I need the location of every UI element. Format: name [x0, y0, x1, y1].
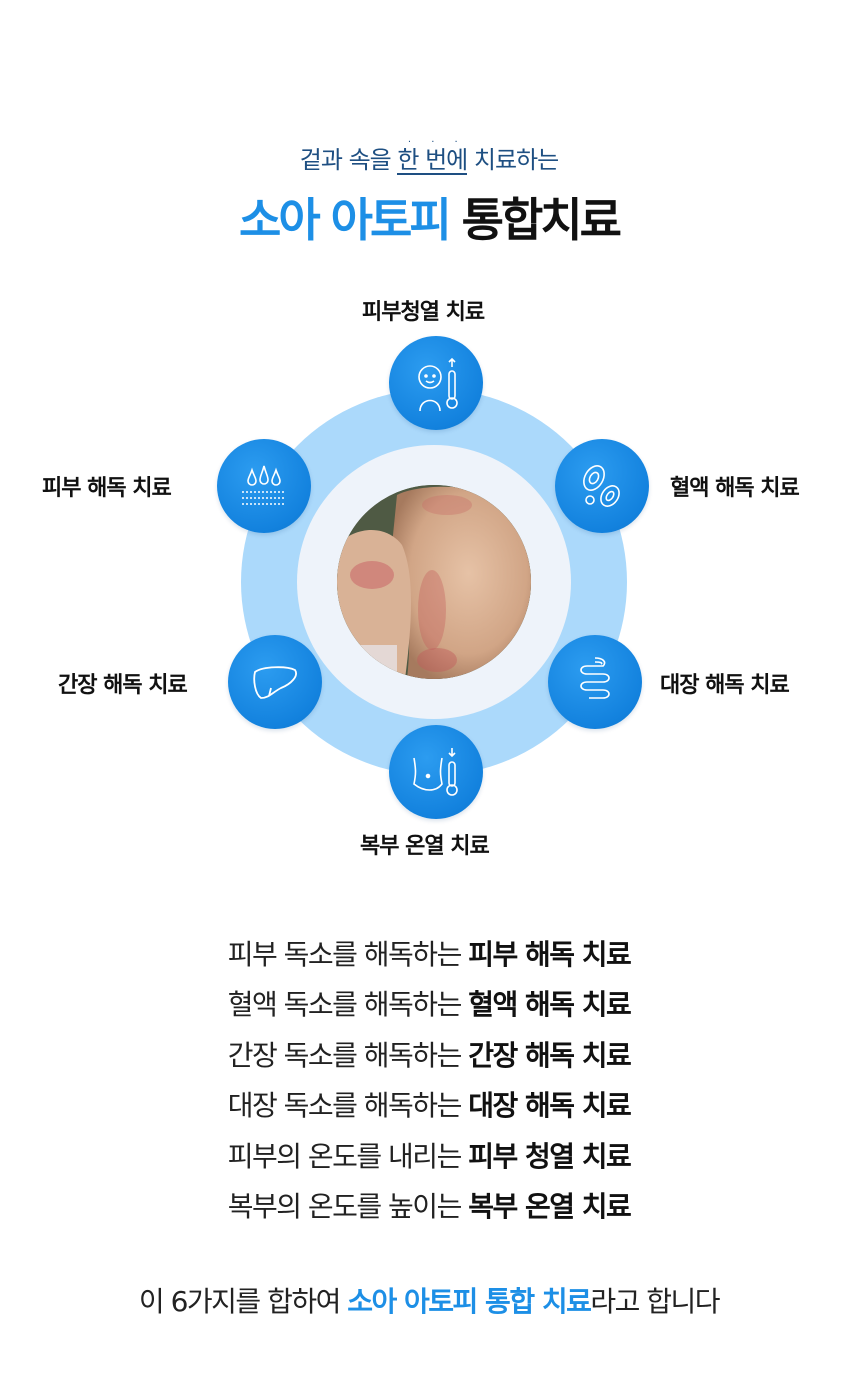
- node-blood-detox: [555, 439, 649, 533]
- description-line: 혈액 독소를 해독하는 혈액 해독 치료: [227, 988, 632, 1022]
- blood-cells-icon: [583, 465, 620, 507]
- node-skin-detox: [217, 439, 311, 533]
- description-list: 피부 독소를 해독하는 피부 해독 치료 혈액 독소를 해독하는 혈액 해독 치…: [0, 930, 858, 1232]
- description-line: 피부 독소를 해독하는 피부 해독 치료: [227, 938, 632, 971]
- description-line: 피부의 온도를 내리는 피부 청열 치료: [227, 1139, 632, 1173]
- skin-drops-icon: [242, 465, 286, 505]
- closing-pre: 이 6가지를 합하여: [138, 1285, 348, 1318]
- title-dark: 통합치료: [461, 193, 622, 247]
- treatment-diagram: 피부청열 치료 혈액 해독 치료 대장 해독 치료 복부 온열 치료: [0, 280, 858, 880]
- intestine-icon: [580, 657, 610, 699]
- child-thermometer-icon: [418, 357, 458, 412]
- node-colon-detox: [548, 635, 642, 729]
- node-skin-cooling: [389, 336, 483, 430]
- abdomen-thermometer-icon: [413, 748, 458, 796]
- closing-post: 라고 합니다: [590, 1285, 720, 1318]
- subtitle: 겉과 속을 ···한 번에 치료하는: [0, 138, 858, 176]
- node-abdomen-warming: [389, 725, 483, 819]
- closing-statement: 이 6가지를 합하여 소아 아토피 통합 치료라고 합니다: [0, 1280, 858, 1320]
- page-title: 소아 아토피 통합치료: [0, 184, 858, 250]
- closing-emphasis: 소아 아토피 통합 치료: [347, 1285, 592, 1318]
- subtitle-post: 치료하는: [467, 146, 559, 174]
- label-colon-detox: 대장 해독 치료: [660, 673, 790, 698]
- label-skin-cooling: 피부청열 치료: [362, 300, 485, 325]
- child-back-eczema-photo: [337, 485, 531, 679]
- liver-icon: [253, 666, 297, 699]
- subtitle-pre: 겉과 속을: [299, 146, 398, 174]
- subtitle-emphasis-text: 한 번에: [397, 146, 468, 174]
- label-liver-detox: 간장 해독 치료: [58, 673, 188, 698]
- description-line: 대장 독소를 해독하는 대장 해독 치료: [227, 1089, 632, 1123]
- label-abdomen-warming: 복부 온열 치료: [360, 834, 490, 859]
- label-blood-detox: 혈액 해독 치료: [670, 476, 800, 501]
- node-liver-detox: [228, 635, 322, 729]
- description-line: 간장 독소를 해독하는 간장 해독 치료: [227, 1038, 632, 1072]
- label-skin-detox: 피부 해독 치료: [42, 476, 172, 501]
- title-blue: 소아 아토피: [239, 193, 462, 247]
- description-line: 복부의 온도를 높이는 복부 온열 치료: [227, 1189, 632, 1223]
- emphasis-dots: ···: [407, 137, 458, 148]
- subtitle-emphasis: ···한 번에: [397, 138, 468, 176]
